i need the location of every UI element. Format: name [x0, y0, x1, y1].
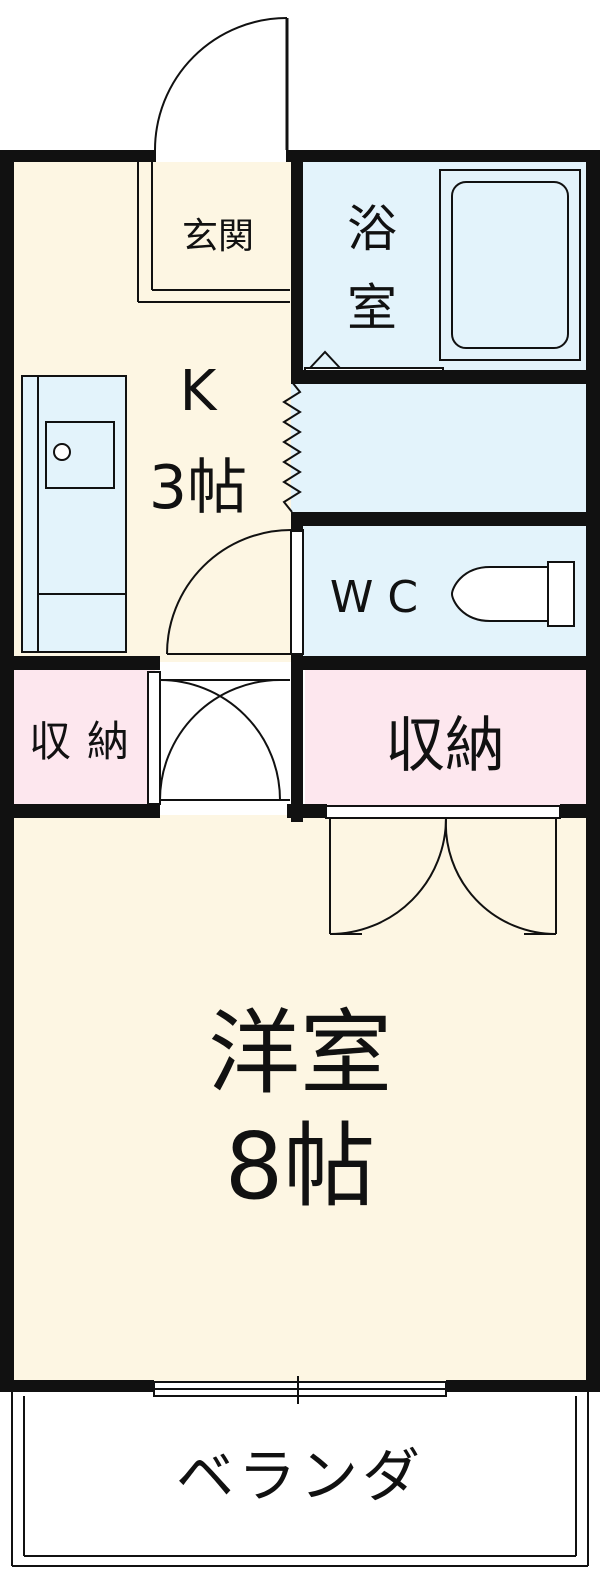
- western-room-label: 洋室: [208, 1000, 392, 1107]
- western-room-floor: [14, 815, 586, 1385]
- kitchen-counter: [21, 375, 127, 653]
- storage-right-floor: [305, 670, 586, 810]
- wc-label: W C: [330, 572, 418, 623]
- entrance-door: [154, 17, 289, 162]
- accordion-partition: [282, 381, 302, 513]
- storage-left-label-2: 納: [87, 717, 129, 766]
- bath-label-bottom: 室: [347, 279, 397, 337]
- washroom-floor: [291, 378, 586, 518]
- wc-door: [166, 529, 304, 655]
- toilet: [450, 561, 575, 627]
- storage-left-label: 収: [29, 717, 71, 766]
- kitchen-label-top: K: [180, 359, 218, 424]
- storage-right-label: 収納: [385, 711, 505, 781]
- genkan-label: 玄関: [182, 216, 254, 257]
- genkan-outline: [137, 162, 290, 303]
- kitchen-label-bottom: 3帖: [149, 453, 247, 523]
- veranda-railing: [11, 1392, 589, 1567]
- bath-label-top: 浴: [347, 200, 397, 258]
- storage-left-floor: [14, 670, 155, 810]
- western-room-size: 8帖: [225, 1113, 376, 1220]
- storage-left-door: [147, 671, 290, 805]
- bathtub: [439, 169, 581, 361]
- walls: [0, 150, 600, 1392]
- veranda-label: ベランダ: [176, 1442, 424, 1510]
- veranda-floor: [0, 1392, 600, 1576]
